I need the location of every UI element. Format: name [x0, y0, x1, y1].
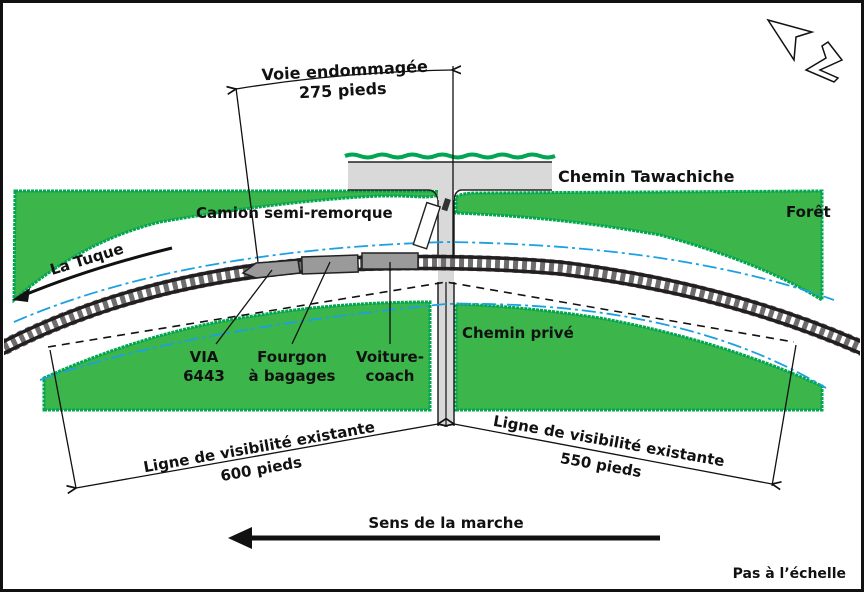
- road-tawachiche: [348, 162, 552, 190]
- la-tuque-arrow: [21, 246, 173, 298]
- via-label-2: 6443: [183, 367, 225, 385]
- baggage-label-1: Fourgon: [257, 348, 327, 366]
- locomotive-via-6443: [241, 259, 301, 279]
- baggage-label-2: à bagages: [249, 367, 336, 385]
- semi-truck: [412, 197, 451, 250]
- direction-label: Sens de la marche: [368, 514, 523, 532]
- forest-top-right: [454, 189, 824, 303]
- damaged-track-length: 275 pieds: [298, 79, 387, 103]
- sightline-lower: [39, 302, 827, 389]
- damaged-track-dimension: [236, 70, 452, 89]
- coach-label-2: coach: [366, 367, 415, 385]
- track-rail-1: [4, 254, 860, 344]
- sightline-left-dimension: [76, 424, 438, 488]
- sightline-right-dimension: [454, 424, 772, 484]
- north-arrow-icon: [766, 18, 844, 83]
- forest-top-left: [12, 189, 442, 304]
- forest-bottom-right: [454, 302, 824, 412]
- road-tawachiche-label: Chemin Tawachiche: [558, 167, 735, 186]
- forest-label: Forêt: [786, 203, 831, 221]
- via-label-1: VIA: [190, 348, 219, 366]
- coach-label-1: Voiture-: [356, 348, 424, 366]
- not-to-scale-label: Pas à l’échelle: [733, 566, 846, 582]
- sightline-upper: [13, 241, 835, 323]
- private-road-label: Chemin privé: [462, 324, 574, 342]
- track-ties: [4, 254, 860, 357]
- truck-label: Camion semi-remorque: [196, 204, 393, 222]
- track-rail-2: [4, 266, 860, 356]
- damaged-track-ext-left: [235, 87, 259, 263]
- baggage-car: [300, 254, 360, 275]
